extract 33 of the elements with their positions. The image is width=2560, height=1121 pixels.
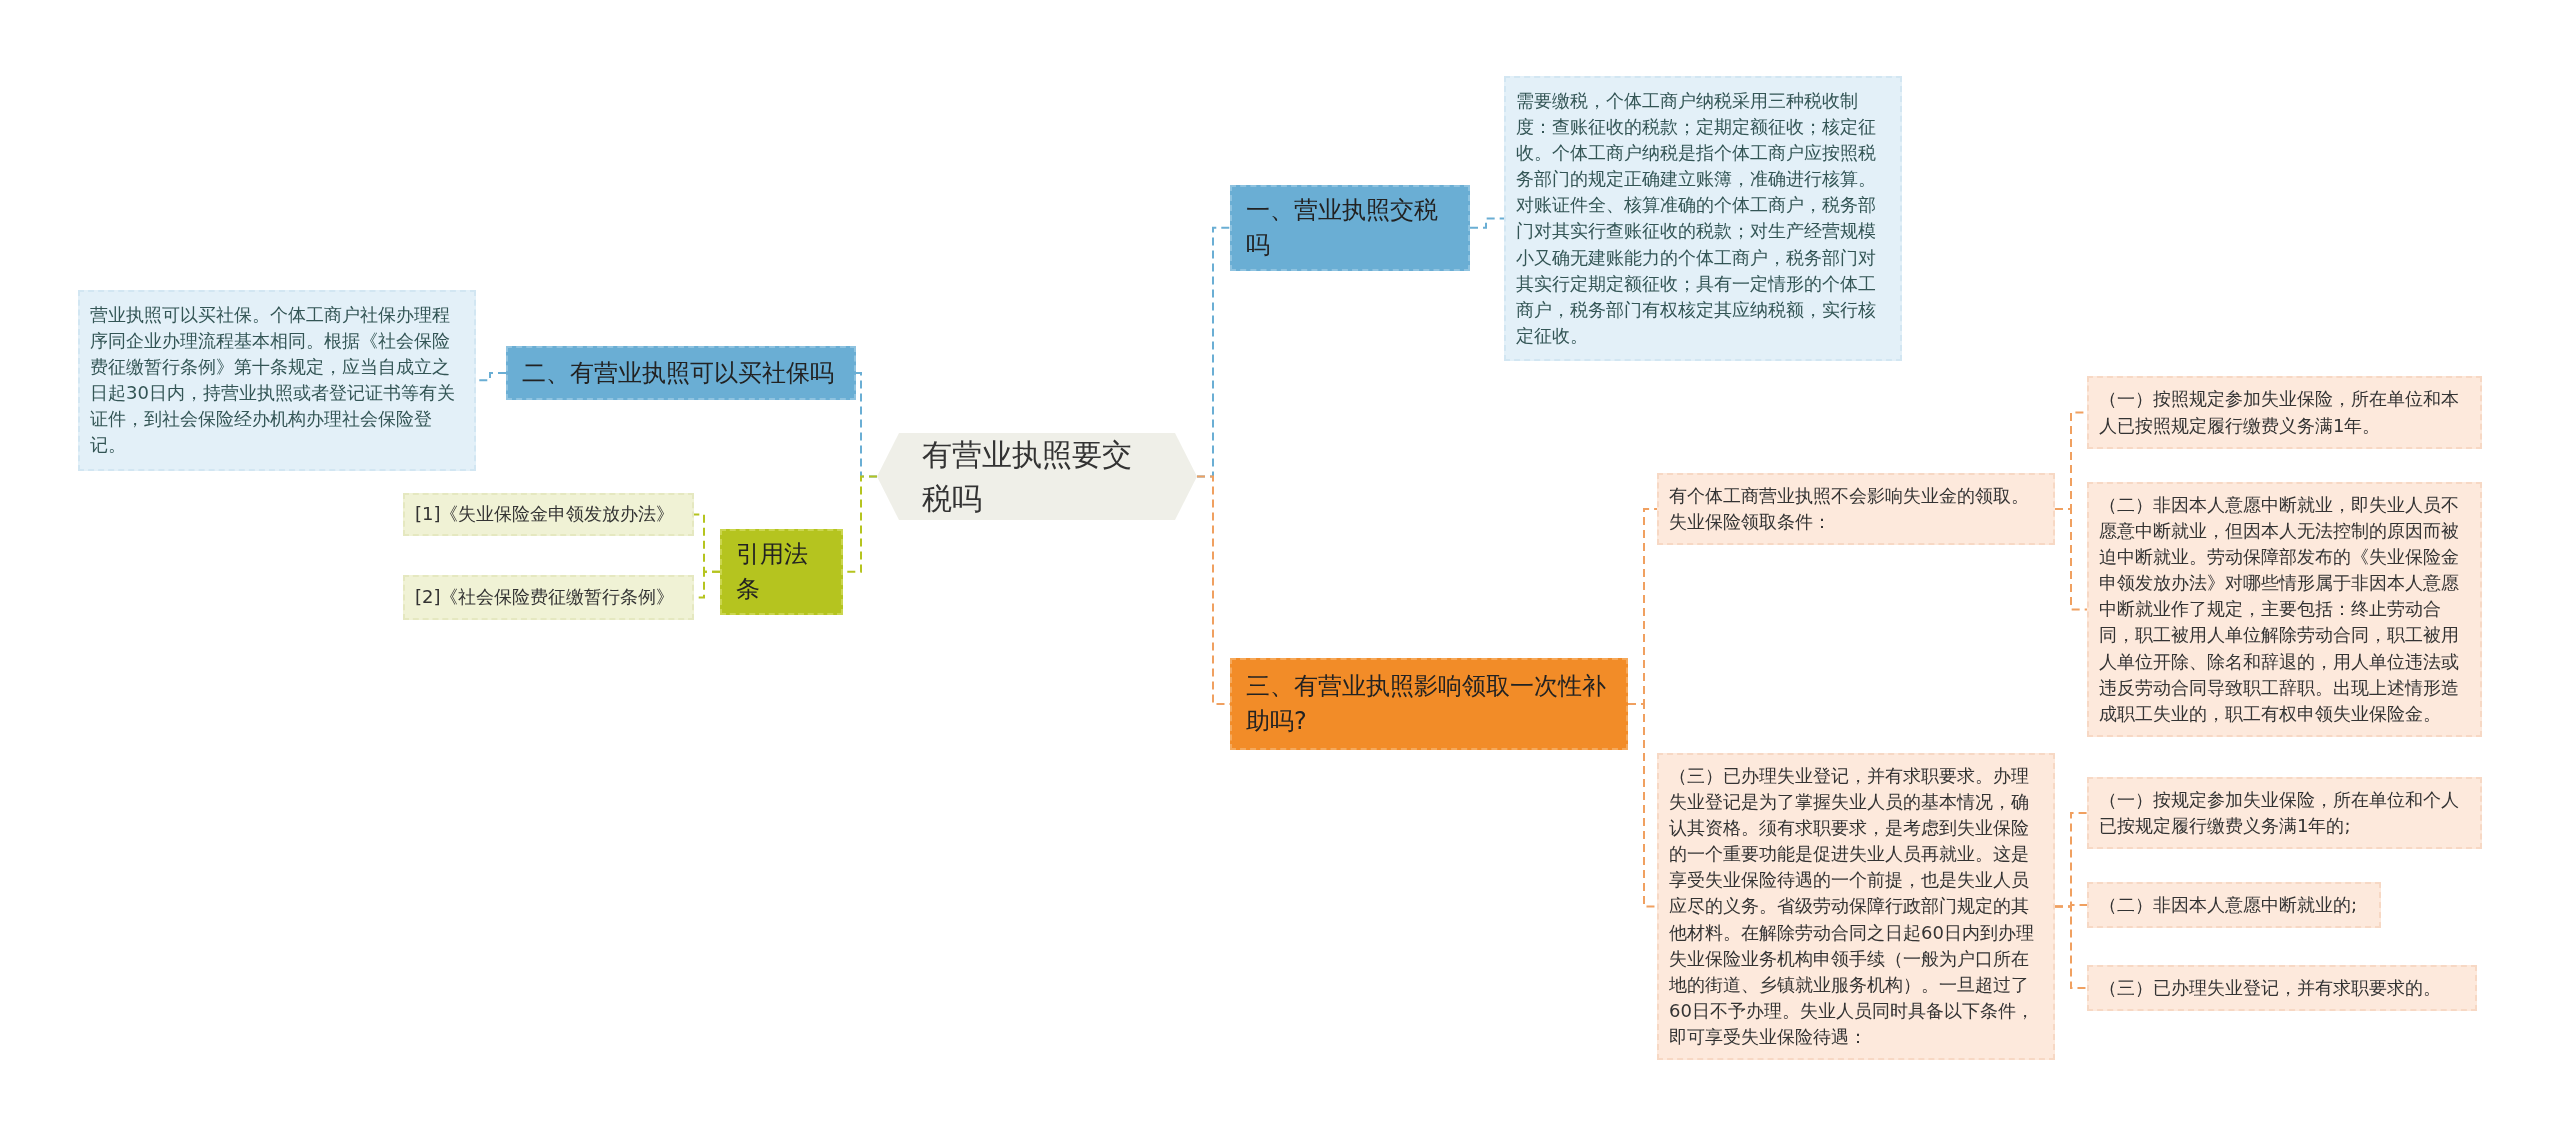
note-text: （一）按照规定参加失业保险，所在单位和本人已按照规定履行缴费义务满1年。: [2099, 387, 2460, 438]
connector-line: [2054, 905, 2088, 990]
note-text: （三）已办理失业登记，并有求职要求的。: [2099, 976, 2441, 1000]
topic-text: 有营业执照要交税吗: [922, 436, 1133, 518]
note-box: [78, 290, 476, 471]
branch-title: 三、有营业执照影响领取一次性补助吗?: [1246, 671, 1607, 737]
branch-title: 一、营业执照交税吗: [1246, 195, 1439, 261]
note-text: 需要缴税，个体工商户纳税采用三种税收制度：查账征收的税款；定期定额征收；核定征收。个体工商户纳税是指个体工商户应按照税务部门的规定正确建立账簿，准确进行核算。对账证件全、核算准确的个体工商户，税务部门对其实行查账征收的税款；对生产经营规模小又确无建账能力的个体工商户，税务部门对其实行定期定额征收；具有一定情形的个体工商户，税务部门有权核定其应纳税额，实行核定征收。: [1516, 89, 1877, 348]
branch-box: [1230, 185, 1470, 271]
note-text: （二）非因本人意愿中断就业，即失业人员不愿意中断就业，但因本人无法控制的原因而被迫中断就业。劳动保障部发布的《失业保险金申领发放办法》对哪些情形属于非因本人意愿中断就业作了规定，主要包括：终止劳动合同，职工被用人单位解除劳动合同，职工被用人单位开除、除名和辞退的，用人单位违法或违反劳动合同导致职工辞职。出现上述情形造成职工失业的，职工有权申领失业保险金。: [2099, 493, 2460, 726]
note-text: （二）非因本人意愿中断就业的;: [2099, 893, 2358, 917]
branch-title: 二、有营业执照可以买社保吗: [522, 357, 834, 389]
note-box: [1657, 473, 2055, 546]
citation-text: [1]《失业保险金申领发放办法》: [415, 502, 675, 527]
branch-title: 引用法条: [736, 539, 809, 605]
note-text: 有个体工商营业执照不会影响失业金的领取。失业保险领取条件：: [1669, 484, 2030, 535]
branch-box: [720, 529, 843, 615]
note-box: [2087, 777, 2482, 850]
branch-box: [1230, 658, 1628, 750]
citation-box: [403, 493, 694, 536]
note-text: 营业执照可以买社保。个体工商户社保办理程序同企业办理流程基本相同。根据《社会保险费征缴暂行条例》第十条规定，应当自成立之日起30日内，持营业执照或者登记证书等有关证件，到社会保险经办机构办理社会保险登记。: [90, 303, 456, 458]
note-box: [2087, 376, 2482, 449]
note-box: [2087, 965, 2477, 1012]
note-box: [2087, 482, 2482, 737]
connector-line: [2054, 508, 2088, 611]
connector-line: [1469, 217, 1505, 229]
note-text: （一）按规定参加失业保险，所在单位和个人已按规定履行缴费义务满1年的;: [2099, 788, 2460, 839]
branch-box: [506, 346, 856, 400]
citation-text: [2]《社会保险费征缴暂行条例》: [415, 585, 675, 610]
citation-box: [403, 575, 694, 620]
note-box: [2087, 882, 2381, 929]
note-text: （三）已办理失业登记，并有求职要求。办理失业登记是为了掌握失业人员的基本情况，确认其资格。须有求职要求，是考虑到失业保险的一个重要功能是促进失业人员再就业。这是享受失业保险待遇的一个前提，也是失业人员应尽的义务。省级劳动保障行政部门规定的其他材料。在解除劳动合同之日起60日内到办理失业保险业务机构申领手续（一般为户口所在地的街道、乡镇就业服务机构）。一旦超过了60日不予办理。失业人员同时具备以下条件，即可享受失业保险待遇：: [1669, 764, 2035, 1049]
note-box: [1504, 76, 1902, 361]
